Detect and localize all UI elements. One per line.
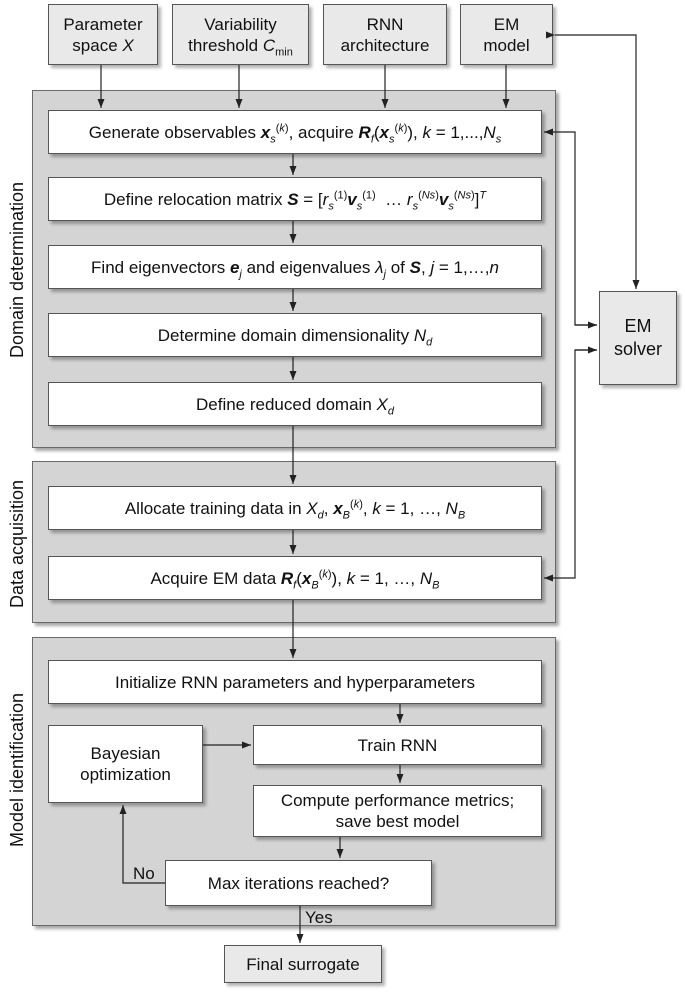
compute-metrics-line1: Compute performance metrics; bbox=[280, 791, 515, 810]
yes-label: Yes bbox=[305, 908, 333, 927]
no-label: No bbox=[133, 864, 155, 883]
arrow-no-loop bbox=[119, 805, 165, 884]
compute-metrics-line2: save best model bbox=[335, 812, 460, 831]
rnn-architecture-box: RNN architecture bbox=[323, 4, 447, 65]
arrow-em-model-solver bbox=[546, 31, 640, 289]
em-solver-line1: EM bbox=[624, 316, 652, 336]
bayesian-optimization-step: Bayesian optimization bbox=[48, 725, 203, 803]
find-eigenvectors-step: Find eigenvectors ej and eigenvalues λj … bbox=[48, 245, 542, 289]
em-model-box: EM model bbox=[460, 4, 553, 65]
arrow-solver-generate bbox=[544, 128, 597, 326]
em-solver-line2: solver bbox=[613, 339, 662, 359]
determine-dimensionality-step: Determine domain dimensionality Nd bbox=[48, 313, 542, 357]
bayesian-line2: optimization bbox=[80, 765, 171, 784]
acquire-em-data-step: Acquire EM data Rf(xB(k)), k = 1, …, NB bbox=[48, 556, 542, 600]
parameter-space-line1: Parameter bbox=[63, 14, 143, 34]
rnn-architecture-line2: architecture bbox=[340, 35, 430, 55]
allocate-training-data-step: Allocate training data in Xd, xB(k), k =… bbox=[48, 486, 542, 530]
final-surrogate-box: Final surrogate bbox=[224, 945, 382, 983]
max-iterations-decision: Max iterations reached? bbox=[165, 860, 432, 906]
variability-threshold-line2: threshold Cmin bbox=[188, 35, 293, 58]
variability-threshold-box: Variability threshold Cmin bbox=[172, 4, 309, 65]
generate-observables-step: Generate observables xs(k), acquire Rf(x… bbox=[48, 110, 542, 154]
arrow-solver-acquire bbox=[544, 349, 597, 582]
variability-threshold-line1: Variability bbox=[204, 14, 277, 34]
em-model-line1: EM bbox=[493, 14, 520, 34]
em-solver-box: EM solver bbox=[599, 291, 677, 385]
em-model-line2: model bbox=[483, 35, 530, 55]
bayesian-line1: Bayesian bbox=[90, 744, 161, 763]
initialize-rnn-step: Initialize RNN parameters and hyperparam… bbox=[48, 660, 542, 704]
define-relocation-matrix-step: Define relocation matrix S = [rs(1)vs(1)… bbox=[48, 177, 542, 221]
define-reduced-domain-step: Define reduced domain Xd bbox=[48, 382, 542, 426]
parameter-space-line2: space X bbox=[72, 35, 134, 55]
compute-metrics-step: Compute performance metrics; save best m… bbox=[253, 785, 542, 837]
parameter-space-box: Parameter space X bbox=[48, 4, 158, 65]
rnn-architecture-line1: RNN bbox=[366, 14, 404, 34]
train-rnn-step: Train RNN bbox=[253, 725, 542, 765]
